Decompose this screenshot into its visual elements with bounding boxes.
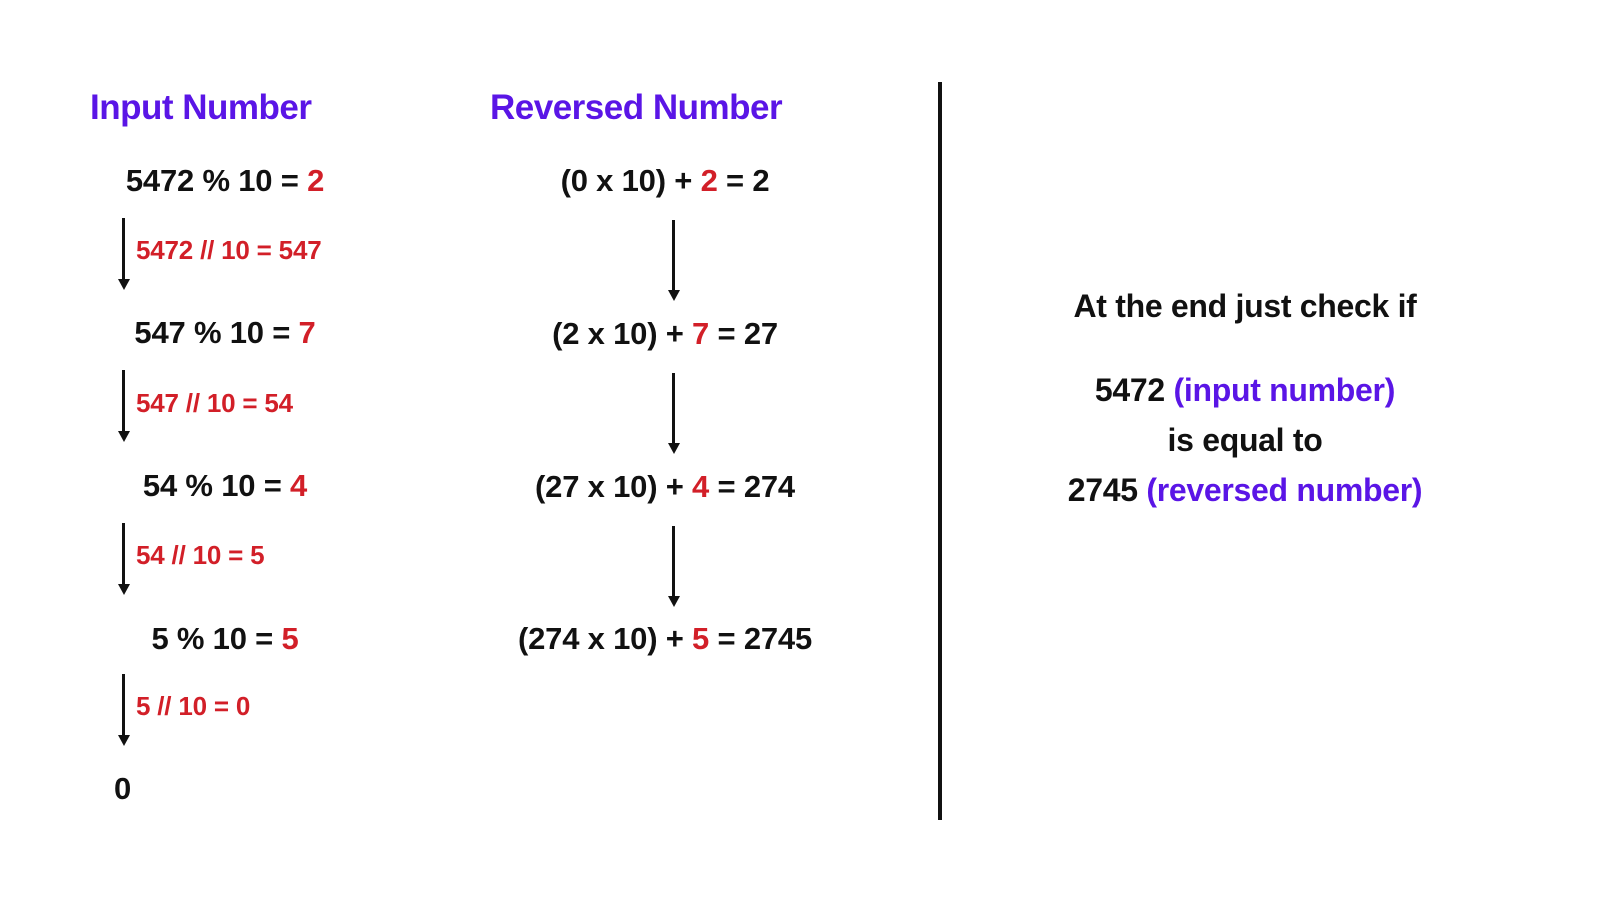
input-step-expr-1: 5472 % 10 = bbox=[125, 163, 308, 198]
input-floordiv-note-1: 5472 // 10 = 547 bbox=[136, 235, 322, 265]
input-step-row-2: 547 % 10 = 7 bbox=[134, 315, 315, 351]
input-floordiv-note-3: 54 // 10 = 5 bbox=[136, 540, 265, 570]
input-floordiv-note-2: 547 // 10 = 54 bbox=[136, 388, 293, 418]
column-header-input-number: Input Number bbox=[90, 88, 312, 127]
input-step-expr-4: 5 % 10 = bbox=[151, 621, 282, 656]
reversed-step-row-1: (0 x 10) + 2 = 2 bbox=[561, 163, 770, 199]
reversed-step-digit-1: 2 bbox=[700, 163, 718, 198]
input-step-row-1: 5472 % 10 = 2 bbox=[126, 163, 324, 199]
reversed-step-prefix-4: (274 x 10) + bbox=[518, 621, 693, 656]
reversed-step-suffix-2: = 27 bbox=[709, 316, 779, 351]
conclusion-input-label: (input number) bbox=[1173, 372, 1396, 408]
input-step-result-2: 7 bbox=[298, 315, 316, 350]
input-terminal-zero: 0 bbox=[114, 771, 132, 806]
input-step-expr-2: 547 % 10 = bbox=[134, 315, 299, 350]
reversed-step-suffix-1: = 2 bbox=[717, 163, 770, 198]
input-floordiv-note-4: 5 // 10 = 0 bbox=[136, 691, 251, 721]
conclusion-panel: At the end just check if 5472 (input num… bbox=[1000, 290, 1490, 506]
reversed-step-suffix-4: = 2745 bbox=[709, 621, 813, 656]
reversed-step-row-2: (2 x 10) + 7 = 27 bbox=[552, 316, 778, 352]
input-step-result-3: 4 bbox=[290, 468, 308, 503]
conclusion-middle-text: is equal to bbox=[1167, 422, 1323, 458]
input-step-row-3: 54 % 10 = 4 bbox=[143, 468, 307, 504]
vertical-divider bbox=[938, 82, 942, 820]
column-header-reversed-number: Reversed Number bbox=[490, 88, 783, 127]
conclusion-input-line: 5472 (input number) bbox=[1000, 374, 1490, 406]
conclusion-input-value: 5472 bbox=[1094, 372, 1174, 408]
reversed-step-prefix-1: (0 x 10) + bbox=[560, 163, 701, 198]
reversed-step-prefix-2: (2 x 10) + bbox=[552, 316, 693, 351]
input-step-row-4: 5 % 10 = 5 bbox=[151, 621, 298, 657]
conclusion-reversed-value: 2745 bbox=[1067, 472, 1147, 508]
reversed-step-prefix-3: (27 x 10) + bbox=[535, 469, 693, 504]
reversed-step-digit-2: 7 bbox=[692, 316, 710, 351]
input-step-result-4: 5 bbox=[281, 621, 299, 656]
reversed-step-digit-4: 5 bbox=[692, 621, 710, 656]
reversed-step-suffix-3: = 274 bbox=[709, 469, 796, 504]
reversed-step-row-4: (274 x 10) + 5 = 2745 bbox=[518, 621, 812, 657]
reversed-step-row-3: (27 x 10) + 4 = 274 bbox=[535, 469, 795, 505]
input-step-expr-3: 54 % 10 = bbox=[142, 468, 291, 503]
reversed-step-digit-3: 4 bbox=[692, 469, 710, 504]
conclusion-reversed-label: (reversed number) bbox=[1146, 472, 1423, 508]
conclusion-heading: At the end just check if bbox=[1073, 288, 1417, 324]
input-step-result-1: 2 bbox=[307, 163, 325, 198]
conclusion-reversed-line: 2745 (reversed number) bbox=[1000, 474, 1490, 506]
